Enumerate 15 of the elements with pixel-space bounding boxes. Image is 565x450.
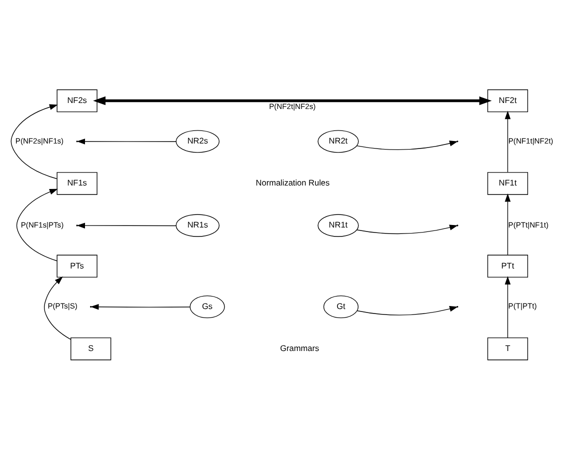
arrow: [44, 276, 72, 340]
arrow: [90, 304, 190, 310]
edge-label: P(T|PTt): [508, 301, 537, 310]
edge-label: P(NF1t|NF2t): [508, 136, 554, 145]
edge-label: P(NF1s|PTs): [20, 220, 64, 229]
edge-label: P(PTs|S): [48, 301, 78, 310]
edge-label: P(NF2s|NF1s): [15, 136, 64, 145]
arrow: [93, 96, 492, 105]
edge-label: P(PTt|NF1t): [508, 220, 548, 229]
arrow: [504, 276, 511, 338]
arrow: [10, 104, 58, 179]
arrow: [504, 110, 511, 172]
arrow: [16, 188, 58, 261]
arrow: [504, 193, 511, 255]
edge-label: P(NF2t|NF2s): [269, 101, 316, 110]
